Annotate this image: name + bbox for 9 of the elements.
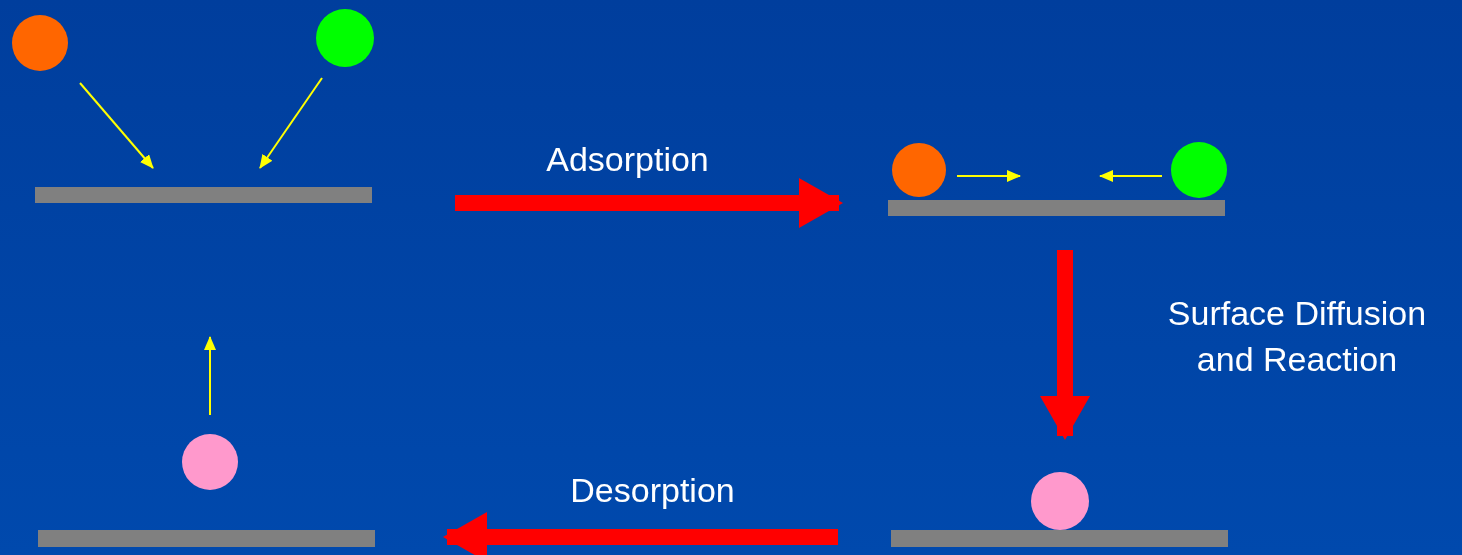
edge-label: Adsorption	[545, 139, 710, 180]
arrow	[1040, 250, 1090, 440]
surface-drawing	[891, 470, 1228, 547]
edge-label: Surface Diffusion and Reaction	[1166, 293, 1428, 380]
arrow	[443, 512, 838, 555]
edge-label: Desorption	[569, 470, 736, 511]
surface-drawing	[10, 10, 375, 205]
arrow	[455, 178, 843, 228]
surface-drawing	[888, 140, 1228, 217]
